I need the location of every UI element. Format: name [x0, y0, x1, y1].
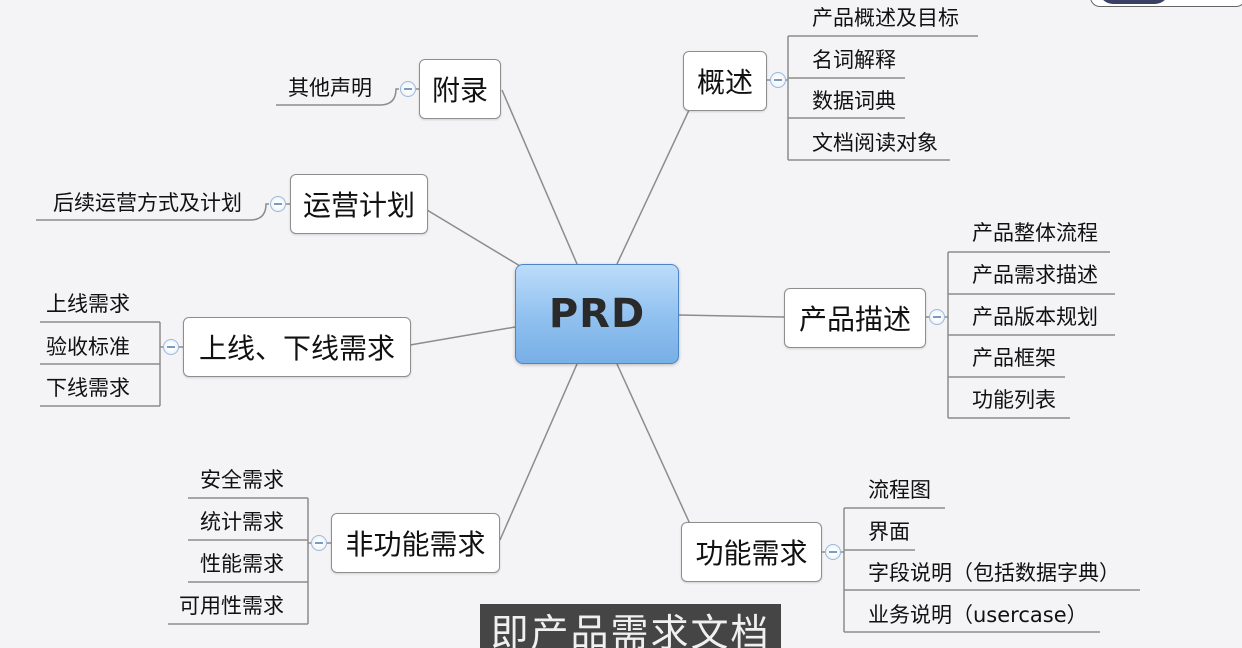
subtopic-operation-1[interactable]: 后续运营方式及计划: [53, 191, 242, 215]
collapse-toggle-icon[interactable]: [311, 535, 327, 551]
topic-appendix[interactable]: 附录: [419, 59, 501, 119]
subtopic-product-5[interactable]: 功能列表: [972, 388, 1056, 412]
subtopic-functional-3[interactable]: 字段说明（包括数据字典）: [868, 561, 1120, 585]
subtopic-overview-3[interactable]: 数据词典: [812, 89, 896, 113]
subtopic-nonfunctional-4[interactable]: 可用性需求: [179, 594, 284, 618]
subtopic-release-3[interactable]: 下线需求: [46, 376, 130, 400]
subtopic-functional-2[interactable]: 界面: [868, 520, 910, 544]
subtopic-appendix-1[interactable]: 其他声明: [288, 76, 372, 100]
collapse-toggle-icon[interactable]: [825, 544, 841, 560]
subtopic-release-1[interactable]: 上线需求: [46, 292, 130, 316]
topic-product-description[interactable]: 产品描述: [784, 288, 926, 348]
subtopic-overview-1[interactable]: 产品概述及目标: [812, 6, 959, 30]
subtopic-product-4[interactable]: 产品框架: [972, 346, 1056, 370]
subtopic-nonfunctional-2[interactable]: 统计需求: [200, 510, 284, 534]
link-overview: [616, 107, 691, 265]
topic-overview[interactable]: 概述: [683, 51, 767, 111]
collapse-toggle-icon[interactable]: [163, 339, 179, 355]
collapse-toggle-icon[interactable]: [929, 309, 945, 325]
collapse-toggle-icon[interactable]: [400, 81, 416, 97]
subtopic-product-3[interactable]: 产品版本规划: [972, 305, 1098, 329]
link-release: [409, 326, 516, 346]
subtopic-nonfunctional-1[interactable]: 安全需求: [200, 468, 284, 492]
link-nonfunctional: [499, 363, 578, 541]
subtopic-overview-2[interactable]: 名词解释: [812, 48, 896, 72]
topic-functional-requirements[interactable]: 功能需求: [681, 522, 822, 582]
subtopic-nonfunctional-3[interactable]: 性能需求: [200, 552, 284, 576]
video-subtitle-caption: 即产品需求文档: [480, 604, 781, 648]
subtopic-overview-4[interactable]: 文档阅读对象: [812, 131, 938, 155]
link-operation: [426, 209, 521, 267]
subtopic-product-2[interactable]: 产品需求描述: [972, 263, 1098, 287]
topic-nonfunctional-requirements[interactable]: 非功能需求: [331, 513, 500, 573]
central-topic-prd[interactable]: PRD: [515, 264, 679, 364]
link-functional: [616, 363, 691, 525]
topic-release-requirements[interactable]: 上线、下线需求: [183, 317, 411, 377]
topic-operation-plan[interactable]: 运营计划: [290, 174, 428, 234]
subtopic-release-2[interactable]: 验收标准: [46, 335, 130, 359]
collapse-toggle-icon[interactable]: [770, 72, 786, 88]
link-product: [678, 314, 785, 318]
collapse-toggle-icon[interactable]: [270, 196, 286, 212]
subtopic-product-1[interactable]: 产品整体流程: [972, 221, 1098, 245]
subtopic-functional-1[interactable]: 流程图: [868, 478, 931, 502]
link-appendix: [501, 89, 578, 265]
subtopic-functional-4[interactable]: 业务说明（usercase）: [868, 603, 1088, 627]
